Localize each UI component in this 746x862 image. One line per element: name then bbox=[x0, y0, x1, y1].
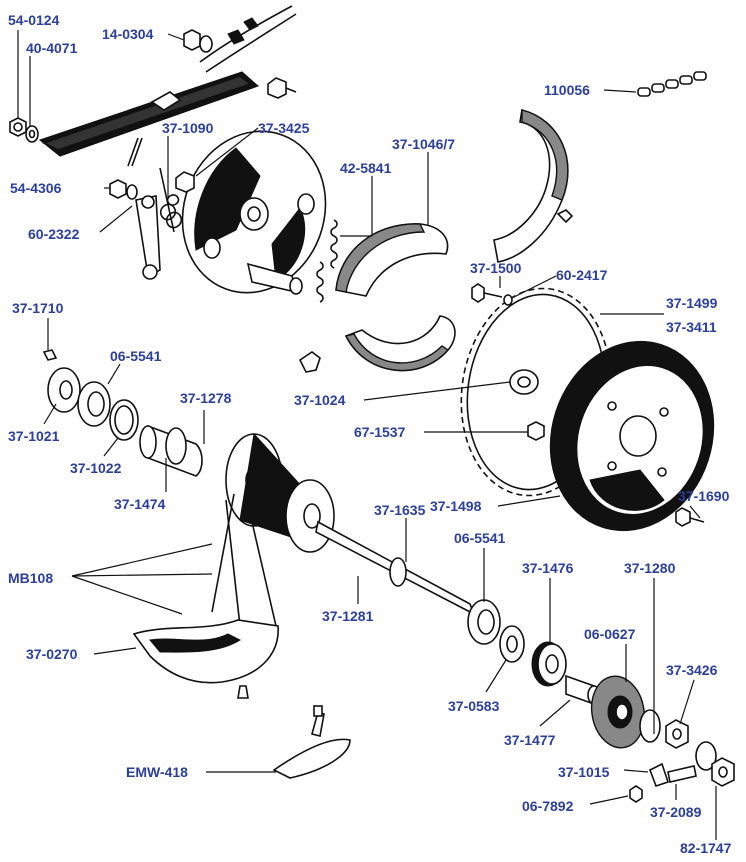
nut-06-7892-drawing bbox=[629, 785, 643, 803]
label-37-1499: 37-1499 bbox=[666, 295, 718, 311]
distance-tube-drawing bbox=[139, 424, 203, 477]
label-37-1690: 37-1690 bbox=[678, 488, 730, 504]
washer-40-4071-drawing bbox=[25, 125, 39, 143]
dust-cap-drawing bbox=[47, 367, 81, 413]
label-37-1022: 37-1022 bbox=[70, 460, 122, 476]
label-37-1281: 37-1281 bbox=[322, 608, 374, 624]
label-37-1046-7: 37-1046/7 bbox=[392, 136, 455, 152]
label-37-1280: 37-1280 bbox=[624, 560, 676, 576]
hub-drawing bbox=[225, 432, 335, 553]
nut-14-0304-drawing bbox=[183, 29, 213, 53]
nut-54-4306-drawing bbox=[109, 179, 138, 200]
grease-nipple-drawing bbox=[42, 349, 58, 361]
label-60-2417: 60-2417 bbox=[556, 267, 608, 283]
label-37-0270: 37-0270 bbox=[26, 646, 78, 662]
label-06-7892: 06-7892 bbox=[522, 798, 574, 814]
label-MB108: MB108 bbox=[8, 570, 53, 586]
brake-drum-drawing bbox=[549, 340, 715, 532]
label-14-0304: 14-0304 bbox=[102, 26, 154, 42]
bearing-retainer-drawing bbox=[531, 641, 567, 687]
label-37-2089: 37-2089 bbox=[650, 804, 702, 820]
adjuster-drawing bbox=[648, 741, 717, 788]
label-EMW-418: EMW-418 bbox=[126, 764, 188, 780]
cap-seal-drawing bbox=[590, 675, 661, 749]
label-110056: 110056 bbox=[544, 82, 590, 98]
label-82-1747: 82-1747 bbox=[680, 840, 732, 856]
brake-shoes-drawing bbox=[298, 223, 456, 373]
label-40-4071: 40-4071 bbox=[26, 40, 78, 56]
part-labels: 54-0124 40-4071 14-0304 110056 37-1090 3… bbox=[8, 12, 732, 856]
brake-lining-drawing bbox=[493, 109, 574, 263]
nut-82-1747-drawing bbox=[711, 757, 735, 787]
label-54-0124: 54-0124 bbox=[8, 12, 60, 28]
bolt-37-1500-drawing bbox=[471, 283, 513, 306]
nut-37-3426-drawing bbox=[665, 719, 689, 749]
chain-drawing bbox=[637, 71, 707, 97]
leader-lines bbox=[17, 30, 717, 840]
label-37-1477: 37-1477 bbox=[504, 732, 556, 748]
label-37-1710: 37-1710 bbox=[12, 300, 64, 316]
bolt-top-drawing bbox=[267, 77, 297, 99]
label-67-1537: 67-1537 bbox=[354, 424, 406, 440]
label-37-1278: 37-1278 bbox=[180, 390, 232, 406]
label-37-1090: 37-1090 bbox=[162, 120, 214, 136]
label-60-2322: 60-2322 bbox=[28, 226, 80, 242]
seal-left-drawing bbox=[109, 399, 139, 441]
label-37-1498: 37-1498 bbox=[430, 498, 482, 514]
label-42-5841: 42-5841 bbox=[340, 160, 392, 176]
label-06-5541-right: 06-5541 bbox=[454, 530, 506, 546]
label-37-1476: 37-1476 bbox=[522, 560, 574, 576]
nut-54-0124-drawing bbox=[9, 117, 27, 137]
brake-lever-drawing bbox=[135, 195, 161, 280]
label-54-4306: 54-4306 bbox=[10, 180, 62, 196]
tube-valve-drawing bbox=[272, 705, 351, 779]
return-spring-drawing bbox=[127, 137, 183, 233]
rim-tape-drawing bbox=[132, 619, 279, 699]
label-37-1500: 37-1500 bbox=[470, 260, 522, 276]
label-37-3425: 37-3425 bbox=[258, 120, 310, 136]
label-37-1635: 37-1635 bbox=[374, 502, 426, 518]
bearing-left-drawing bbox=[77, 381, 111, 427]
washer-37-0583-drawing bbox=[499, 625, 525, 663]
shoe-springs-drawing bbox=[316, 219, 338, 303]
label-06-5541-left: 06-5541 bbox=[110, 348, 162, 364]
brake-plate-drawing bbox=[175, 130, 327, 295]
label-37-0583: 37-0583 bbox=[448, 698, 500, 714]
bolt-37-1690-drawing bbox=[675, 507, 705, 527]
spindle-drawing bbox=[315, 520, 476, 616]
label-37-3411: 37-3411 bbox=[666, 319, 717, 335]
label-37-3426: 37-3426 bbox=[666, 662, 718, 678]
label-37-1474: 37-1474 bbox=[114, 496, 166, 512]
label-37-1024: 37-1024 bbox=[294, 392, 346, 408]
label-06-0627: 06-0627 bbox=[584, 626, 636, 642]
bearing-right-drawing bbox=[467, 599, 501, 645]
chain-guard-drawing bbox=[38, 5, 297, 157]
label-37-1021: 37-1021 bbox=[8, 428, 60, 444]
spokes-drawing bbox=[211, 493, 277, 627]
label-37-1015: 37-1015 bbox=[558, 764, 610, 780]
